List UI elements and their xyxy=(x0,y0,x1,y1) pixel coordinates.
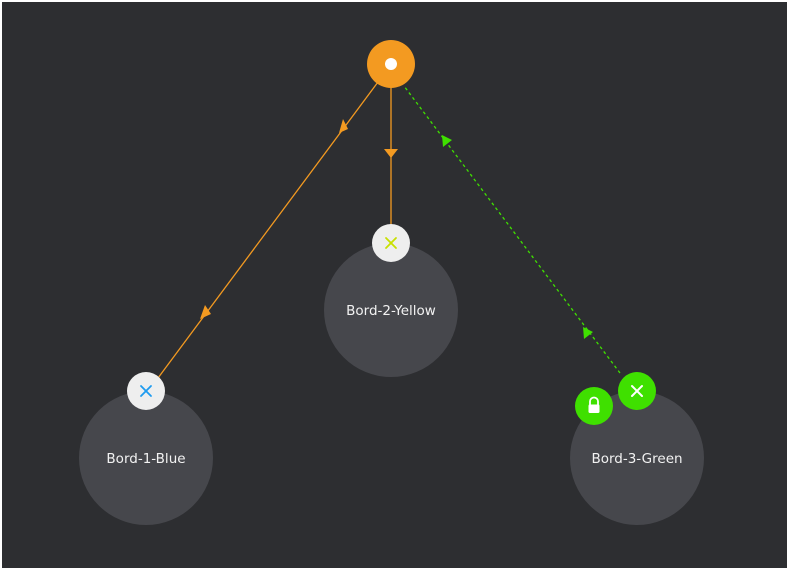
dot-icon xyxy=(385,58,397,70)
edge-source-to-bord-2 xyxy=(384,88,398,226)
remove-button-bord-1[interactable] xyxy=(127,372,165,410)
edge-arrow-icon xyxy=(339,119,348,133)
close-x-icon xyxy=(140,385,152,397)
lock-icon xyxy=(588,396,600,413)
close-x-icon xyxy=(631,385,643,397)
edge-arrow-icon xyxy=(583,327,593,339)
edge-arrow-icon xyxy=(200,305,211,319)
edge-arrow-icon xyxy=(442,135,452,147)
edge-bord-3-to-source xyxy=(403,85,621,374)
edge-source-to-bord-1 xyxy=(157,81,379,379)
node-label: Bord-2-Yellow xyxy=(346,303,436,319)
remove-button-bord-2[interactable] xyxy=(372,224,410,262)
edge-arrow-icon xyxy=(384,149,398,158)
close-x-icon xyxy=(385,237,397,249)
node-bord-2[interactable]: Bord-2-Yellow xyxy=(324,243,458,377)
node-label: Bord-1-Blue xyxy=(106,451,185,467)
source-node[interactable] xyxy=(367,40,415,88)
node-bord-3[interactable]: Bord-3-Green xyxy=(570,391,704,525)
node-label: Bord-3-Green xyxy=(591,451,682,467)
node-bord-1[interactable]: Bord-1-Blue xyxy=(79,391,213,525)
remove-button-bord-3[interactable] xyxy=(618,372,656,410)
lock-button-bord-3[interactable] xyxy=(575,387,613,425)
